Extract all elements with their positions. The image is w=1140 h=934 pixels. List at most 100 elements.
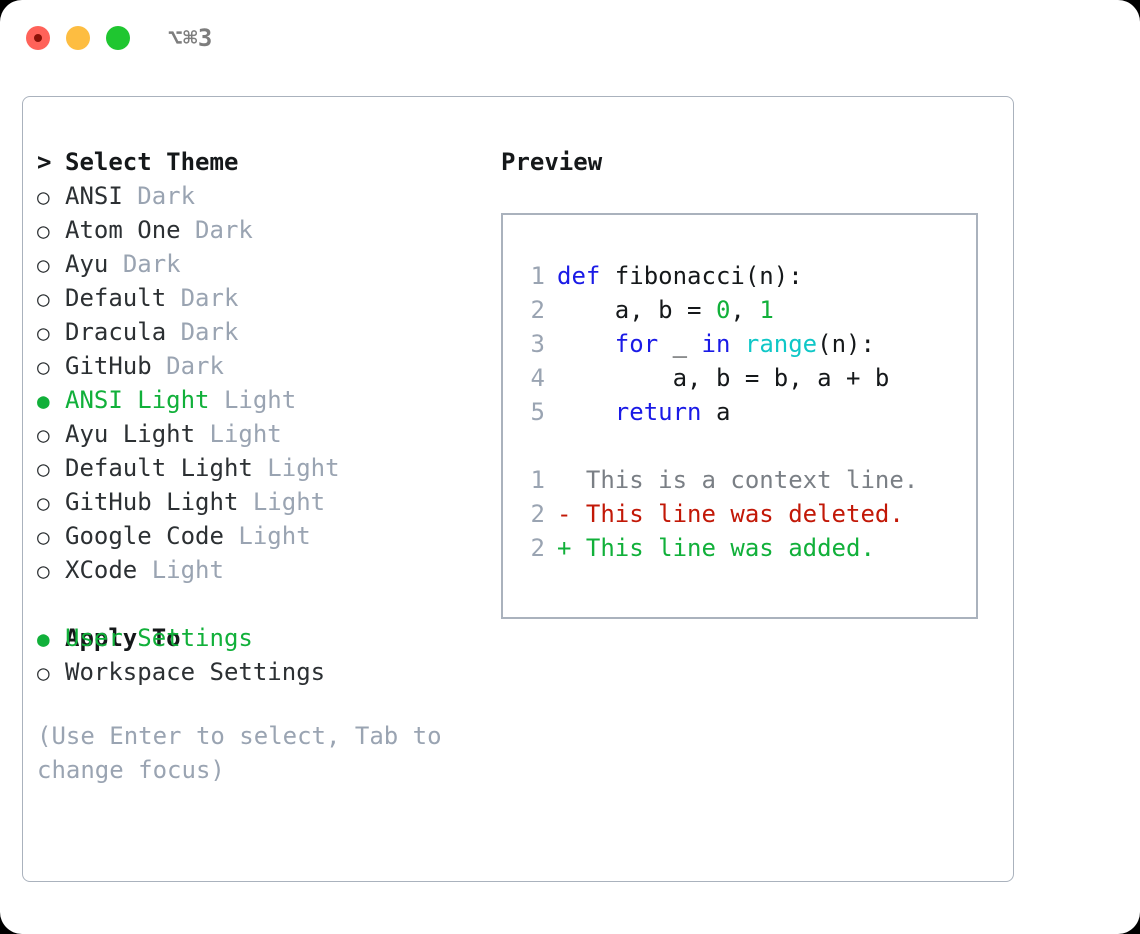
diff-sample: 1 This is a context line. 2- This line wa… — [515, 463, 966, 565]
theme-list-item[interactable]: ○GitHub Dark — [37, 349, 487, 383]
diff-line-text: This line was added. — [585, 534, 875, 562]
close-icon — [34, 34, 42, 42]
code-token-kw: return — [614, 398, 702, 426]
diff-marker: - — [557, 500, 586, 528]
diff-line-text: This line was deleted. — [585, 500, 904, 528]
theme-name-label: Ayu Light — [65, 420, 196, 448]
spacer — [195, 417, 209, 451]
main-panel: > Select Theme ○ANSI Dark○Atom One Dark○… — [22, 96, 1014, 882]
theme-list-item[interactable]: ○Dracula Dark — [37, 315, 487, 349]
radio-unselected-icon: ○ — [37, 253, 50, 277]
theme-name-label: Default Light — [65, 454, 253, 482]
theme-name-label: Default — [65, 284, 167, 312]
apply-to-list: ●User Settings ○ Workspace Settings — [37, 621, 487, 689]
line-number: 3 — [530, 330, 545, 358]
theme-list-item[interactable]: ○ GitHub Light Light — [37, 485, 487, 519]
spacer — [166, 281, 180, 315]
theme-list-item[interactable]: ○Google Code Light — [37, 519, 487, 553]
code-line-text: a, b = b, a + b — [557, 361, 890, 395]
line-number: 2 — [530, 296, 545, 324]
radio-unselected-icon: ○ — [37, 287, 50, 311]
theme-variant-label: Light — [209, 420, 282, 448]
code-line-text: return a — [557, 395, 731, 429]
diff-marker: + — [557, 534, 586, 562]
code-line: 2 a, b = 0, 1 — [515, 293, 966, 327]
theme-list-item[interactable]: ● ANSI Light Light — [37, 383, 487, 417]
page-title: Select Theme — [65, 148, 239, 176]
radio-unselected-icon: ○ — [37, 491, 50, 515]
radio-unselected-icon: ○ — [37, 661, 50, 685]
code-token-plain: a, b = b, a + b — [557, 364, 890, 392]
theme-variant-label: Light — [252, 488, 326, 516]
code-line: 5 return a — [515, 395, 966, 429]
line-number: 2 — [530, 500, 545, 528]
caret-icon: > — [37, 148, 52, 176]
radio-unselected-icon: ○ — [37, 185, 50, 209]
theme-variant-label: Light — [151, 556, 224, 584]
minimize-window-button[interactable] — [66, 26, 90, 50]
theme-variant-label: Dark — [195, 216, 253, 244]
code-token-plain: , — [730, 296, 760, 324]
code-token-plain: a, b = — [557, 296, 716, 324]
radio-unselected-icon: ○ — [37, 355, 50, 379]
code-line: 3 for _ in range(n): — [515, 327, 966, 361]
theme-selection-column: > Select Theme ○ANSI Dark○Atom One Dark○… — [37, 145, 487, 787]
code-token-plain: (n): — [817, 330, 875, 358]
spacer — [108, 247, 122, 281]
code-token-kw: in — [701, 330, 731, 358]
code-token-plain: a — [701, 398, 731, 426]
theme-variant-label: Dark — [137, 182, 196, 210]
theme-variant-label: Light — [223, 386, 297, 414]
apply-to-item[interactable]: ○ Workspace Settings — [37, 655, 487, 689]
theme-variant-label: Light — [238, 522, 311, 550]
theme-name-label: Atom One — [65, 216, 181, 244]
apply-to-item[interactable]: ●User Settings — [37, 621, 487, 655]
code-token-num: 1 — [759, 296, 774, 324]
diff-line-text: This is a context line. — [585, 466, 919, 494]
theme-list-item[interactable]: ○Ayu Dark — [37, 247, 487, 281]
spacer — [166, 315, 180, 349]
radio-selected-icon: ● — [37, 389, 50, 413]
theme-name-label: ANSI — [65, 182, 123, 210]
code-line-text: a, b = 0, 1 — [557, 293, 774, 327]
radio-unselected-icon: ○ — [37, 423, 50, 447]
theme-variant-label: Dark — [180, 284, 239, 312]
spacer — [123, 179, 137, 213]
theme-list-item[interactable]: ○ Ayu Light Light — [37, 417, 487, 451]
theme-list-item[interactable]: ○Default Light Light — [37, 451, 487, 485]
theme-variant-label: Dark — [166, 352, 224, 380]
theme-name-label: GitHub Light — [65, 488, 239, 516]
diff-line: 2- This line was deleted. — [515, 497, 966, 531]
theme-list-item[interactable]: ○ Default Dark — [37, 281, 487, 315]
radio-unselected-icon: ○ — [37, 321, 50, 345]
code-token-num: 0 — [715, 296, 731, 324]
apply-to-item-label: Workspace Settings — [65, 658, 326, 686]
theme-list-item[interactable]: ○XCode Light — [37, 553, 487, 587]
code-token-fn: range — [744, 330, 818, 358]
code-line-text: def fibonacci(n): — [557, 259, 803, 293]
line-number: 1 — [530, 466, 545, 494]
theme-list-item[interactable]: ○ ANSI Dark — [37, 179, 487, 213]
zoom-window-button[interactable] — [106, 26, 130, 50]
spacer — [210, 383, 224, 417]
theme-name-label: ANSI Light — [65, 386, 210, 414]
title-bar: ⌥⌘3 — [0, 0, 1140, 78]
code-token-plain — [557, 398, 615, 426]
radio-unselected-icon: ○ — [37, 457, 50, 481]
apply-to-label: Apply To — [65, 624, 181, 652]
radio-unselected-icon: ○ — [37, 525, 50, 549]
spacer — [137, 553, 151, 587]
line-number: 2 — [530, 534, 545, 562]
apply-to-header: Apply To — [37, 587, 487, 652]
line-number: 5 — [530, 398, 545, 426]
code-token-kw: def — [557, 262, 601, 290]
theme-name-label: XCode — [65, 556, 138, 584]
code-token-kw: for — [614, 330, 659, 358]
theme-list-item[interactable]: ○Atom One Dark — [37, 213, 487, 247]
diff-marker — [557, 463, 586, 497]
theme-name-label: Dracula — [65, 318, 167, 346]
